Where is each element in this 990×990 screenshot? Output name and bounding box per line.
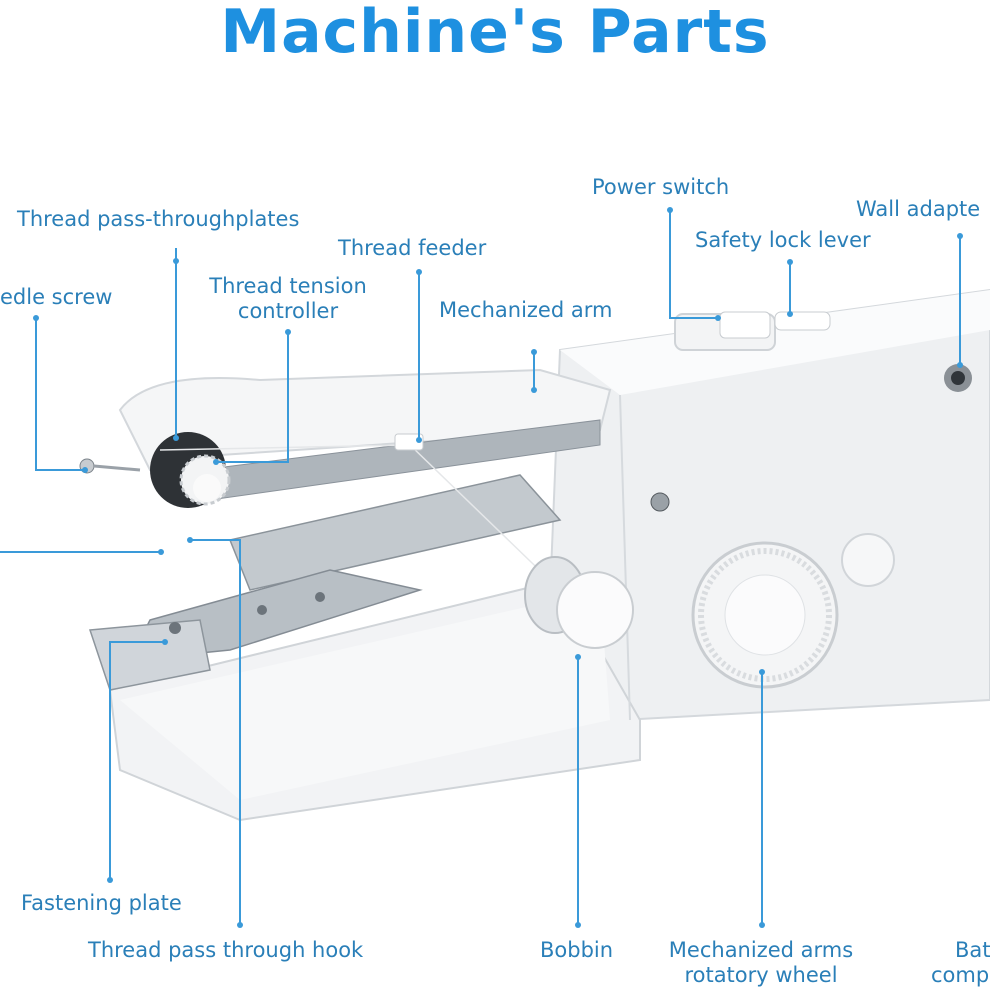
label-rotatory-line2: rotatory wheel	[684, 963, 838, 987]
upper-arm	[118, 368, 612, 501]
label-needle-screw: edle screw	[0, 285, 113, 309]
label-thread-tension-line2: controller	[237, 299, 339, 323]
label-safety-lock: Safety lock lever	[695, 228, 871, 252]
label-battery-line1: Bat	[955, 938, 990, 962]
label-battery-line2: comp	[931, 963, 990, 987]
adapter-port	[944, 364, 972, 392]
rotatory-wheel	[691, 541, 839, 689]
label-rotatory-line1: Mechanized arms	[668, 938, 854, 962]
needle-screw	[79, 458, 141, 474]
label-bobbin: Bobbin	[540, 938, 614, 962]
label-thread-hook: Thread pass through hook	[88, 938, 364, 962]
page-title: Machine's Parts	[220, 0, 770, 67]
label-thread-feeder: Thread feeder	[338, 236, 487, 260]
metal-presser	[88, 474, 562, 691]
label-fastening-plate: Fastening plate	[21, 891, 182, 915]
tension-knob	[150, 432, 231, 508]
label-power-switch: Power switch	[592, 175, 730, 199]
bobbin	[524, 556, 634, 649]
machine-body	[108, 288, 990, 822]
label-thread-pass-plates: Thread pass-throughplates	[17, 207, 300, 231]
label-mechanized-arm: Mechanized arm	[439, 298, 613, 322]
label-thread-tension-line1: Thread tension	[209, 274, 367, 298]
label-wall-adapter: Wall adapte	[856, 197, 981, 221]
